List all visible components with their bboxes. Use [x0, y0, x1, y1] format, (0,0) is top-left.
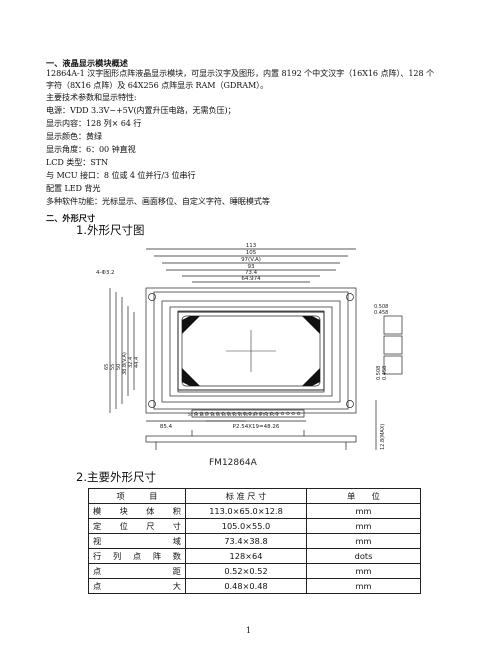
overview-line-6: 显示颜色：黄绿 [46, 131, 102, 141]
row-unit: mm [306, 503, 421, 519]
dim-top-105: 105 [246, 250, 257, 256]
overview-line-9: 与 MCU 接口：8 位或 4 位并行/3 位串行 [46, 170, 196, 180]
pin-hole [205, 411, 209, 416]
overview-line-8: LCD 类型：STN [46, 157, 108, 167]
row-value: 128×64 [185, 548, 307, 564]
row-value: 0.52×0.52 [185, 563, 307, 579]
header-standard: 标 准 尺 寸 [185, 488, 307, 504]
main-dimensions-heading: 2.主要外形尺寸 [76, 470, 156, 484]
row-unit: mm [306, 578, 421, 594]
pin-hole [264, 411, 268, 416]
row-unit: mm [306, 533, 421, 549]
row-value: 105.0×55.0 [185, 518, 307, 534]
row-unit: mm [306, 563, 421, 579]
pin-hole [275, 411, 279, 416]
overview-line-4: 电源：VDD 3.3V~+5V(内置升压电路，无需负压)； [46, 105, 236, 115]
dim-bottom-85-4: 85.4 [160, 424, 173, 430]
section2-title: 二、外形尺寸 [46, 213, 96, 223]
row-label: 行 列 点 阵 数 [88, 548, 186, 564]
dim-top-97: 97(V.A) [241, 257, 261, 263]
pin-numbers: 20 19 18 17 16 15 14 13 12 11 10 9 8 7 6… [188, 413, 278, 417]
table-row: 点 距 0.52×0.52 mm [88, 563, 421, 579]
row-label: 点 距 [88, 563, 186, 579]
pin-hole [237, 411, 241, 416]
dim-top-93: 93 [248, 264, 255, 270]
dim-holes: 4-Φ3.2 [96, 270, 115, 276]
page-number: 1 [246, 626, 252, 635]
dim-right-0-508-b: 0.508 [376, 366, 382, 380]
row-value: 113.0×65.0×12.8 [185, 503, 307, 519]
table-row: 定 位 尺 寸 105.0×55.0 mm [88, 518, 421, 534]
overview-line-3: 主要技术参数和显示特性: [46, 92, 137, 102]
row-unit: dots [306, 548, 421, 564]
table-header-row: 项 目 标 准 尺 寸 单 位 [88, 488, 421, 504]
dim-top-73-4: 73.4 [245, 270, 258, 276]
row-unit: mm [306, 518, 421, 534]
dim-top-113: 113 [246, 243, 257, 249]
outline-drawing-heading: 1.外形尺寸图 [76, 223, 145, 237]
pin-hole [226, 411, 231, 416]
pin-hole [242, 411, 247, 416]
pin-hole [194, 411, 198, 416]
dim-right-0-508-a: 0.508 [374, 304, 388, 310]
pin-hole [286, 411, 290, 416]
header-item: 项 目 [88, 488, 186, 504]
row-value: 73.4×38.8 [185, 533, 307, 549]
pin-hole [215, 411, 220, 416]
pin-hole [269, 411, 274, 416]
pin-hole [232, 411, 236, 416]
table-row: 行 列 点 阵 数 128×64 dots [88, 548, 421, 564]
header-unit: 单 位 [306, 488, 421, 504]
overview-line-2: 字符（8X16 点阵）及 64X256 点阵显示 RAM（GDRAM）。 [46, 80, 269, 90]
table-row: 点 大 0.48×0.48 mm [88, 578, 421, 594]
dim-pin-pitch: P2.54X19=48.26 [233, 424, 280, 430]
pin-hole [221, 411, 225, 416]
table-row: 视 域 73.4×38.8 mm [88, 533, 421, 549]
model-label: FM12864A [209, 458, 257, 468]
overview-line-5: 显示内容：128 列× 64 行 [46, 118, 142, 128]
dim-top-64-974: 64.974 [241, 276, 261, 282]
dim-left-32-4: 32.4 [128, 357, 134, 368]
dim-left-55: 55 [110, 364, 116, 370]
overview-line-1: 12864A-1 汉字图形点阵液晶显示模块，可显示汉字及图形，内置 8192 个… [46, 68, 434, 78]
overview-line-7: 显示角度：6：00 钟直视 [46, 144, 136, 154]
pin-hole [199, 411, 204, 416]
dim-right-0-458-a: 0.458 [374, 310, 388, 316]
table-row: 模 块 体 积 113.0×65.0×12.8 mm [88, 503, 421, 519]
overview-line-10: 配置 LED 背光 [46, 183, 101, 193]
row-value: 0.48×0.48 [185, 578, 307, 594]
dim-left-65: 65 [104, 364, 110, 370]
pin-hole [280, 411, 285, 416]
outline-dimension-drawing: 113 105 97(V.A) 93 73.4 64.974 85.4 P2.5… [96, 243, 403, 450]
dim-left-44-4: 44.4 [134, 357, 140, 368]
dim-side-max: 12.8(MAX) [380, 424, 386, 450]
dim-left-50: 50 [116, 364, 122, 370]
row-label: 点 大 [88, 578, 186, 594]
section1-title: 一、液晶显示模块概述 [46, 58, 128, 68]
row-label: 视 域 [88, 533, 186, 549]
pin-hole [210, 411, 214, 416]
pin-hole [248, 411, 252, 416]
pin-hole [296, 411, 301, 416]
pin-hole [291, 411, 295, 416]
row-label: 定 位 尺 寸 [88, 518, 186, 534]
pin-hole [259, 411, 263, 416]
dimensions-table: 项 目 标 准 尺 寸 单 位 模 块 体 积 113.0×65.0×12.8 … [88, 488, 421, 594]
row-label: 模 块 体 积 [88, 503, 186, 519]
overview-line-11: 多种软件功能：光标显示、画面移位、自定义字符、睡眠模式等 [46, 196, 270, 206]
dim-right-0-458-b: 0.458 [382, 366, 388, 380]
dim-left-38-8: 38.8(V.A) [122, 352, 128, 375]
pin-hole [253, 411, 258, 416]
